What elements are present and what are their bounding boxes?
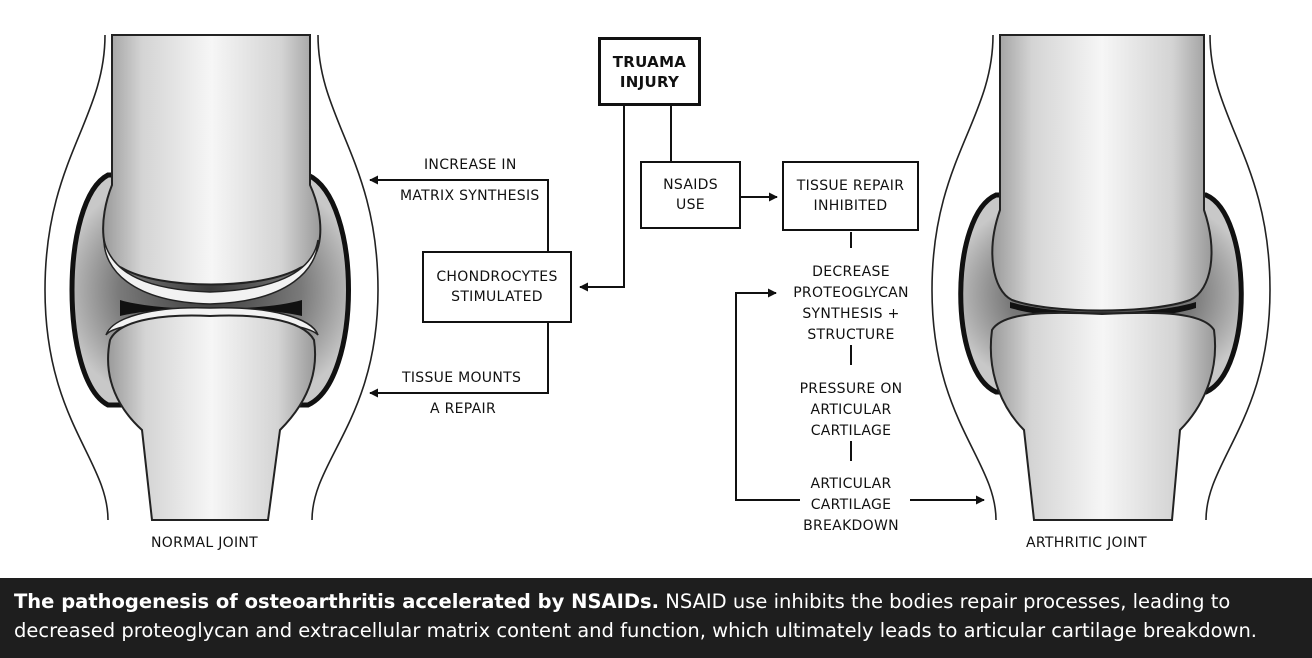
increase-line1-label: INCREASE IN (424, 157, 517, 173)
nsaids-use-label: NSAIDS USE (663, 177, 718, 213)
trauma-injury-box: TRUAMA INJURY (598, 37, 701, 106)
mounts-line1-label: TISSUE MOUNTS (402, 370, 522, 386)
arthritic-joint-lower-bone (989, 311, 1217, 521)
chondrocytes-box: CHONDROCYTES STIMULATED (422, 251, 572, 323)
tissue-repair-box: TISSUE REPAIR INHIBITED (782, 161, 919, 231)
pressure-label: PRESSURE ON ARTICULAR CARTILAGE (799, 381, 903, 439)
breakdown-label: ARTICULAR CARTILAGE BREAKDOWN (803, 476, 899, 534)
arthritic-joint-illustration (931, 34, 1271, 521)
normal-joint-upper-cartilage (103, 239, 319, 305)
normal-joint-upper-bone (102, 34, 322, 286)
mounts-line2-label: A REPAIR (430, 401, 496, 417)
trauma-injury-label: TRUAMA INJURY (612, 52, 687, 91)
arthritic-joint-skin-outline (931, 34, 1271, 521)
diagram-panel: TRUAMA INJURY NSAIDS USE TISSUE REPAIR I… (44, 34, 1271, 551)
arrow-trauma-to-chondrocytes (579, 106, 625, 292)
tissue-repair-label: TISSUE REPAIR INHIBITED (796, 178, 905, 214)
arrow-chondrocytes-to-mounts (369, 322, 549, 398)
chondrocytes-label: CHONDROCYTES STIMULATED (436, 269, 558, 305)
increase-line2-label: MATRIX SYNTHESIS (400, 188, 540, 204)
nsaids-use-box: NSAIDS USE (640, 161, 741, 229)
arthritic-joint-upper-bone (991, 34, 1213, 312)
normal-joint-skin-outline (44, 34, 379, 521)
arrow-chondrocytes-to-increase (369, 175, 549, 252)
normal-joint-space (120, 300, 302, 316)
decrease-proteoglycan-label: DECREASE PROTEOGLYCAN SYNTHESIS + STRUCT… (793, 264, 909, 343)
figure-caption: The pathogenesis of osteoarthritis accel… (0, 578, 1312, 658)
caption-title: The pathogenesis of osteoarthritis accel… (14, 590, 660, 613)
arrow-feedback-to-decrease (735, 288, 800, 501)
normal-joint-illustration (44, 34, 379, 521)
flow-connectors (369, 106, 985, 505)
diagram-artwork (44, 34, 1271, 521)
caption-body: NSAID use inhibits the bodies repair pro… (14, 590, 1258, 642)
normal-joint-label: NORMAL JOINT (151, 535, 259, 551)
normal-joint-lower-bone (107, 314, 317, 521)
arthritic-joint-label: ARTHRITIC JOINT (1026, 535, 1147, 551)
